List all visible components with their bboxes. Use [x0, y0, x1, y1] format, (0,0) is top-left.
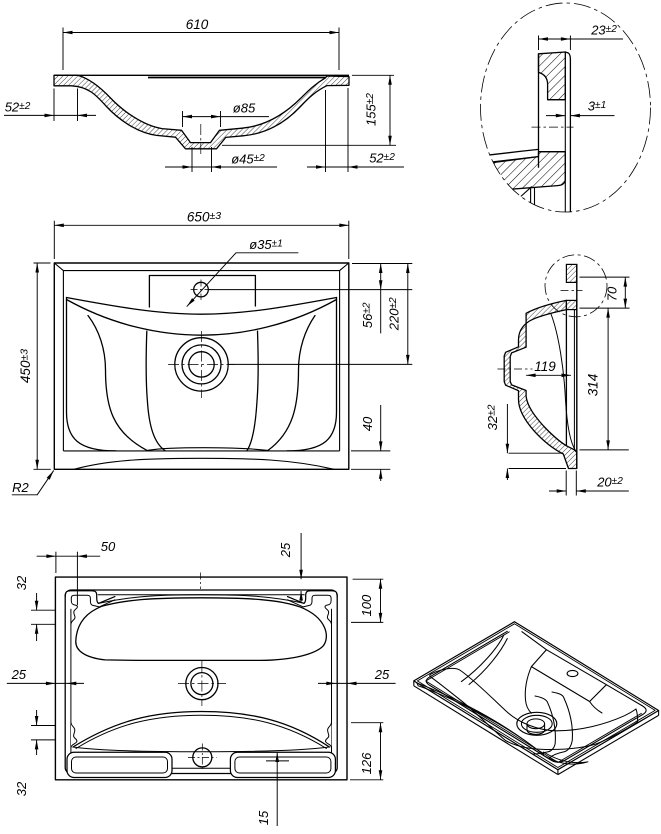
- svg-text:40: 40: [360, 416, 375, 431]
- svg-text:25: 25: [278, 542, 293, 558]
- svg-text:126: 126: [359, 752, 374, 774]
- svg-text:220±2: 220±2: [387, 297, 402, 331]
- svg-text:3±1: 3±1: [588, 99, 606, 114]
- svg-text:155±2: 155±2: [364, 93, 379, 126]
- svg-text:32: 32: [14, 575, 29, 590]
- svg-text:ø45±2: ø45±2: [231, 152, 265, 167]
- svg-text:314: 314: [586, 374, 601, 397]
- svg-text:610: 610: [186, 17, 209, 32]
- svg-text:650±3: 650±3: [187, 210, 221, 225]
- svg-text:ø85: ø85: [233, 101, 256, 116]
- svg-text:52±2: 52±2: [5, 100, 31, 115]
- svg-text:25: 25: [374, 667, 390, 682]
- svg-text:100: 100: [359, 594, 374, 616]
- svg-text:56±2: 56±2: [360, 302, 375, 328]
- svg-text:119: 119: [534, 359, 556, 374]
- svg-text:52±2: 52±2: [369, 151, 395, 166]
- svg-text:20±2: 20±2: [596, 475, 623, 490]
- svg-text:25: 25: [11, 667, 27, 682]
- svg-text:50: 50: [101, 539, 116, 554]
- svg-text:15: 15: [256, 810, 271, 825]
- svg-text:R2: R2: [12, 480, 29, 495]
- svg-text:32: 32: [14, 781, 29, 796]
- svg-text:23±2: 23±2: [590, 23, 617, 38]
- svg-text:450±3: 450±3: [18, 349, 33, 383]
- svg-text:ø35±1: ø35±1: [249, 237, 283, 252]
- svg-text:70: 70: [605, 286, 620, 301]
- svg-text:32±2: 32±2: [485, 404, 500, 430]
